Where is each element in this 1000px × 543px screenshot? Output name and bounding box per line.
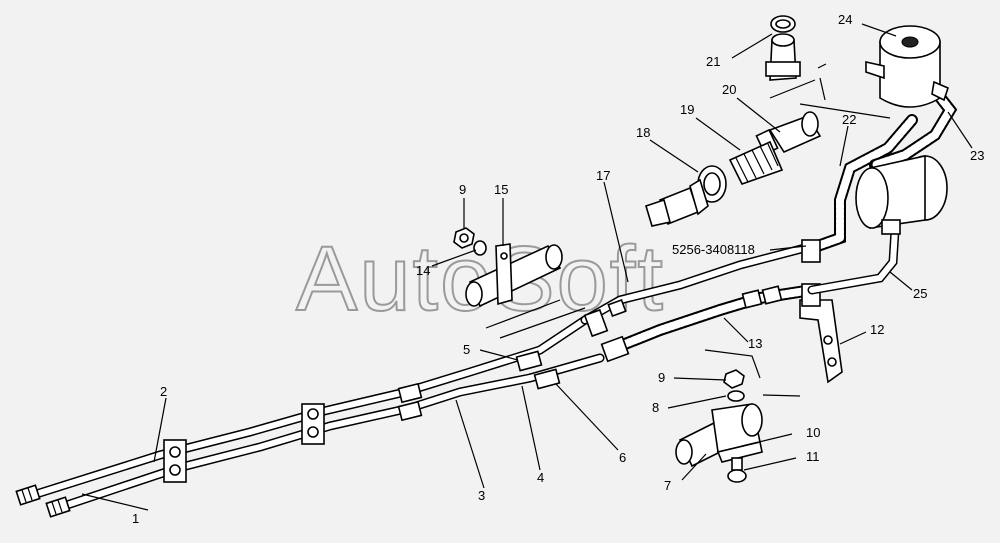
pipe-clamp-middle	[301, 403, 325, 445]
bracket-clip-lower	[600, 335, 630, 363]
label-10: 10	[806, 425, 820, 440]
nut-9-upper	[453, 227, 475, 249]
label-15: 15	[494, 182, 508, 197]
reservoir-24	[865, 25, 949, 108]
label-6: 6	[619, 450, 626, 465]
washer-8	[727, 390, 745, 402]
guide-line-bracket	[762, 394, 801, 397]
clamp-22	[801, 239, 821, 263]
label-4: 4	[537, 470, 544, 485]
bolt-11	[727, 457, 747, 483]
washer-14	[473, 240, 487, 256]
union-17	[607, 298, 627, 318]
label-11: 11	[806, 449, 820, 464]
hose-15	[465, 244, 563, 308]
clip-6	[533, 368, 561, 390]
label-25: 25	[913, 286, 927, 301]
part-code-label: 5256-3408118	[672, 242, 755, 257]
label-9-lower: 9	[658, 370, 665, 385]
pipe-union-nuts	[397, 382, 423, 422]
label-19: 19	[680, 102, 694, 117]
clamp-15	[495, 243, 513, 306]
label-13: 13	[748, 336, 762, 351]
label-7: 7	[664, 478, 671, 493]
label-24: 24	[838, 12, 852, 27]
label-21: 21	[706, 54, 720, 69]
label-2: 2	[160, 384, 167, 399]
label-22: 22	[842, 112, 856, 127]
hose-23	[869, 86, 958, 171]
pipe-1	[53, 353, 605, 513]
label-23: 23	[970, 148, 984, 163]
label-14: 14	[416, 263, 430, 278]
label-3: 3	[478, 488, 485, 503]
hose-22	[806, 114, 918, 254]
pipe-end-nut-2	[15, 484, 41, 506]
guide-lines-top	[769, 63, 891, 119]
pipe-clamp-left	[163, 439, 187, 483]
nut-9-lower	[723, 369, 745, 389]
filter-housing	[855, 155, 948, 235]
clip-5	[515, 350, 543, 372]
label-1: 1	[132, 511, 139, 526]
label-9-upper: 9	[459, 182, 466, 197]
nut-18	[697, 165, 727, 203]
guide-lines-mid	[485, 299, 761, 379]
bracket-clip-upper	[583, 308, 609, 338]
filler-cap-21	[765, 15, 801, 81]
label-18: 18	[636, 125, 650, 140]
union-fitting-18	[645, 178, 709, 227]
pipe-25	[807, 225, 900, 295]
label-5: 5	[463, 342, 470, 357]
label-12: 12	[870, 322, 884, 337]
bracket-12	[799, 283, 843, 384]
label-8: 8	[652, 400, 659, 415]
pipe-end-nut-1	[45, 496, 71, 518]
hose-13-fittings	[741, 285, 783, 309]
clamp-assembly-10	[675, 403, 763, 468]
corrugated-sleeve-19	[728, 140, 784, 185]
label-20: 20	[722, 82, 736, 97]
leader-lines	[81, 23, 973, 511]
label-17: 17	[596, 168, 610, 183]
